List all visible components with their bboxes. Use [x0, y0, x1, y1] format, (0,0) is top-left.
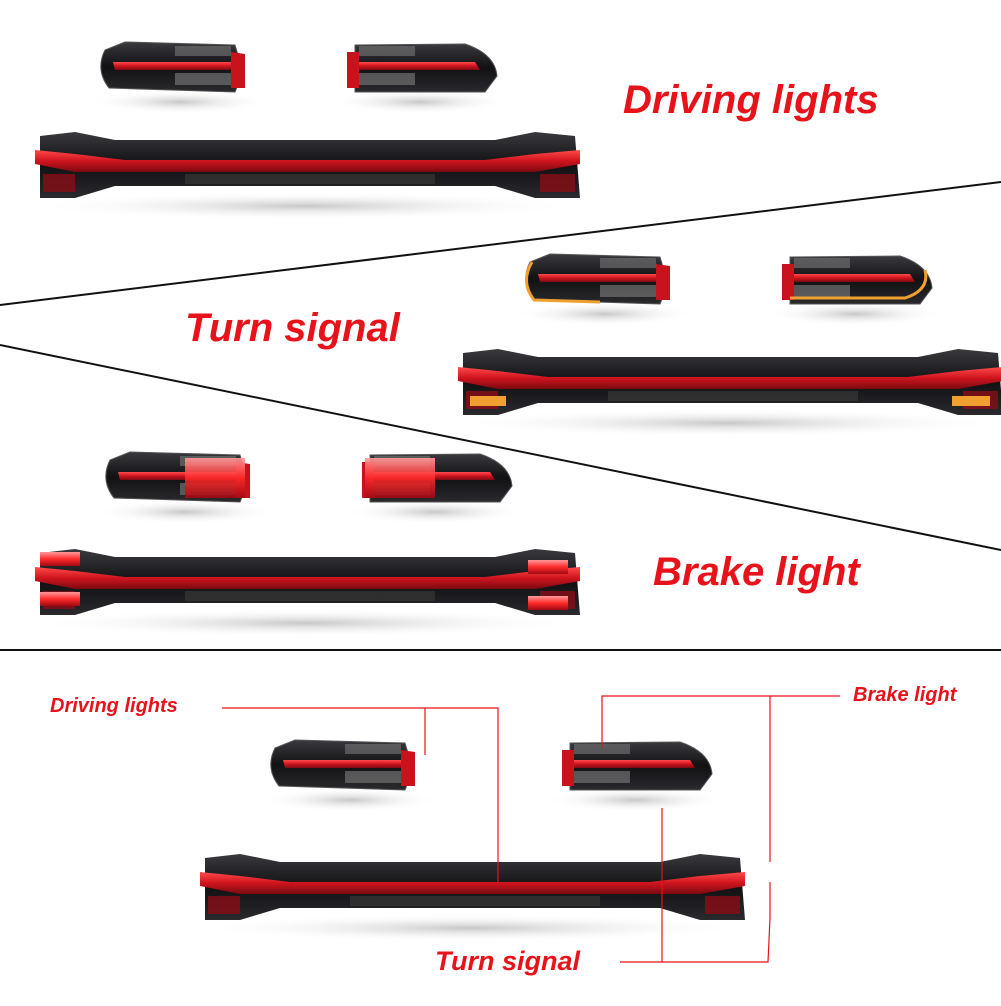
turn-signal-label: Turn signal — [185, 306, 400, 350]
callout-driving-lights: Driving lights — [50, 695, 178, 717]
callout-brake-light: Brake light — [853, 684, 957, 706]
brake-light-label: Brake light — [653, 550, 860, 594]
callout-lines — [222, 695, 840, 963]
brake-light-photo — [30, 451, 580, 637]
turn-signal-photo — [453, 253, 1001, 437]
driving-lights-label: Driving lights — [623, 78, 879, 122]
driving-lights-photo — [30, 41, 580, 220]
divider-line — [0, 181, 1001, 306]
callout-turn-signal: Turn signal — [435, 946, 581, 976]
divider-line — [0, 344, 1001, 551]
